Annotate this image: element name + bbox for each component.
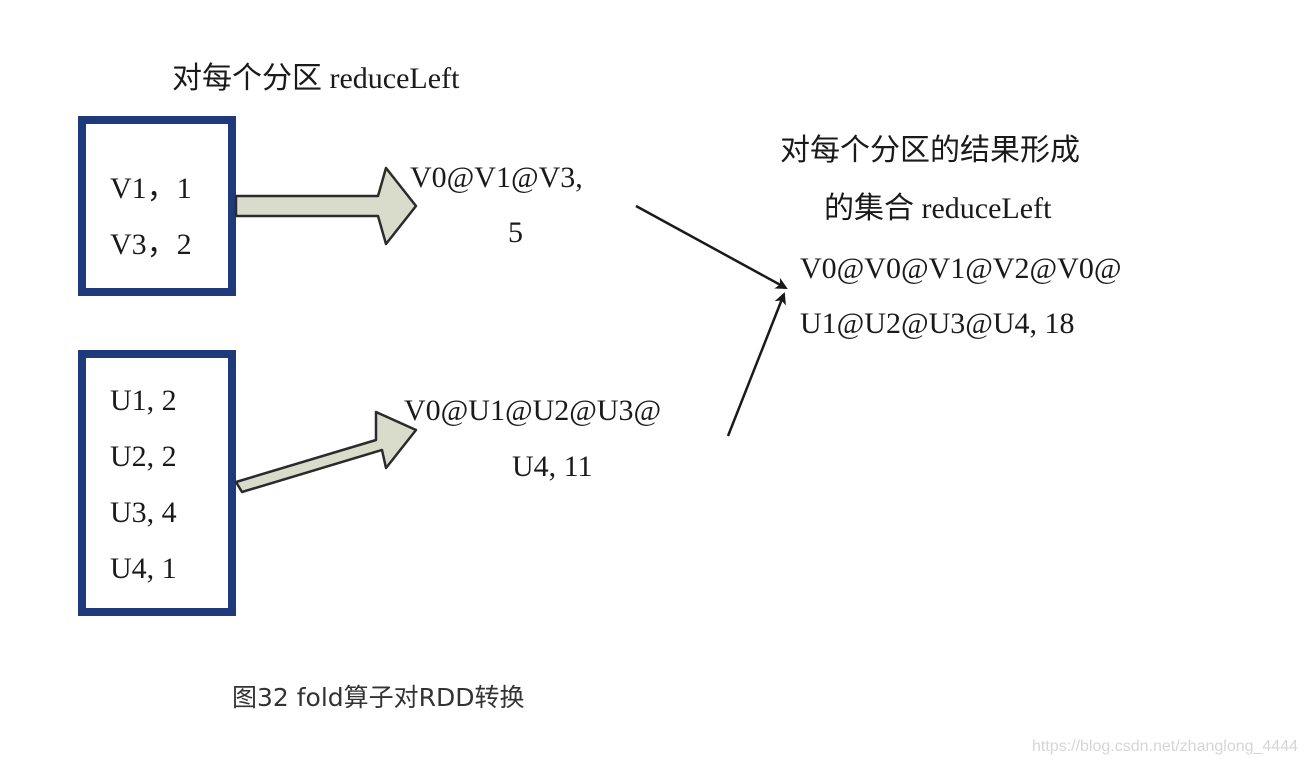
result2-line-2: U4, 11 [512, 450, 593, 483]
partition2-line-3: U3, 4 [110, 496, 177, 529]
partition2-box [78, 350, 236, 616]
block-arrow-1 [234, 166, 418, 246]
figure-caption: 图32 fold算子对RDD转换 [232, 683, 525, 712]
final-result-line-2: U1@U2@U3@U4, 18 [800, 307, 1075, 340]
block-arrow-2 [234, 410, 418, 494]
result2-line-1: V0@U1@U2@U3@ [404, 394, 661, 427]
result1-line-1: V0@V1@V3, [410, 161, 583, 194]
partition2-line-2: U2, 2 [110, 440, 177, 473]
left-title: 对每个分区 reduceLeft [172, 62, 460, 95]
final-result-line-1: V0@V0@V1@V2@V0@ [800, 252, 1121, 285]
right-title-line-2: 的集合 reduceLeft [824, 192, 1052, 225]
watermark: https://blog.csdn.net/zhanglong_4444 [1032, 738, 1298, 755]
thin-arrow-1 [635, 204, 788, 290]
thin-arrow-2 [726, 292, 786, 437]
result1-line-2: 5 [508, 216, 523, 249]
partition1-line-1: V1，1 [110, 172, 192, 205]
partition2-line-1: U1, 2 [110, 384, 177, 417]
partition1-box [78, 116, 236, 296]
partition1-line-2: V3，2 [110, 228, 192, 261]
partition2-line-4: U4, 1 [110, 552, 177, 585]
right-title-line-1: 对每个分区的结果形成 [780, 134, 1080, 167]
